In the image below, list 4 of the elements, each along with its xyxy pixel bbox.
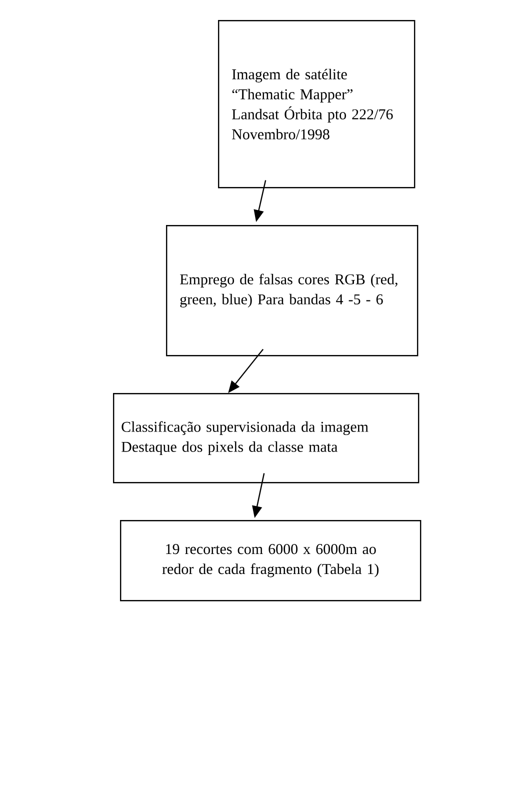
process-box: 19 recortes com 6000 x 6000m ao redor de cada fragmento (Tabela 1) [120,520,422,602]
process-box: Imagem de satélite “Thematic Mapper” Landsat Órbita pto 222/76 Novembro/1998 [218,20,416,188]
process-box: Emprego de falsas cores RGB (red, green, blue) Para bandas 4 -5 - 6 [166,225,418,356]
process-box: Classificação supervisionada da imagem Destaque dos pixels da classe mata [113,393,420,484]
